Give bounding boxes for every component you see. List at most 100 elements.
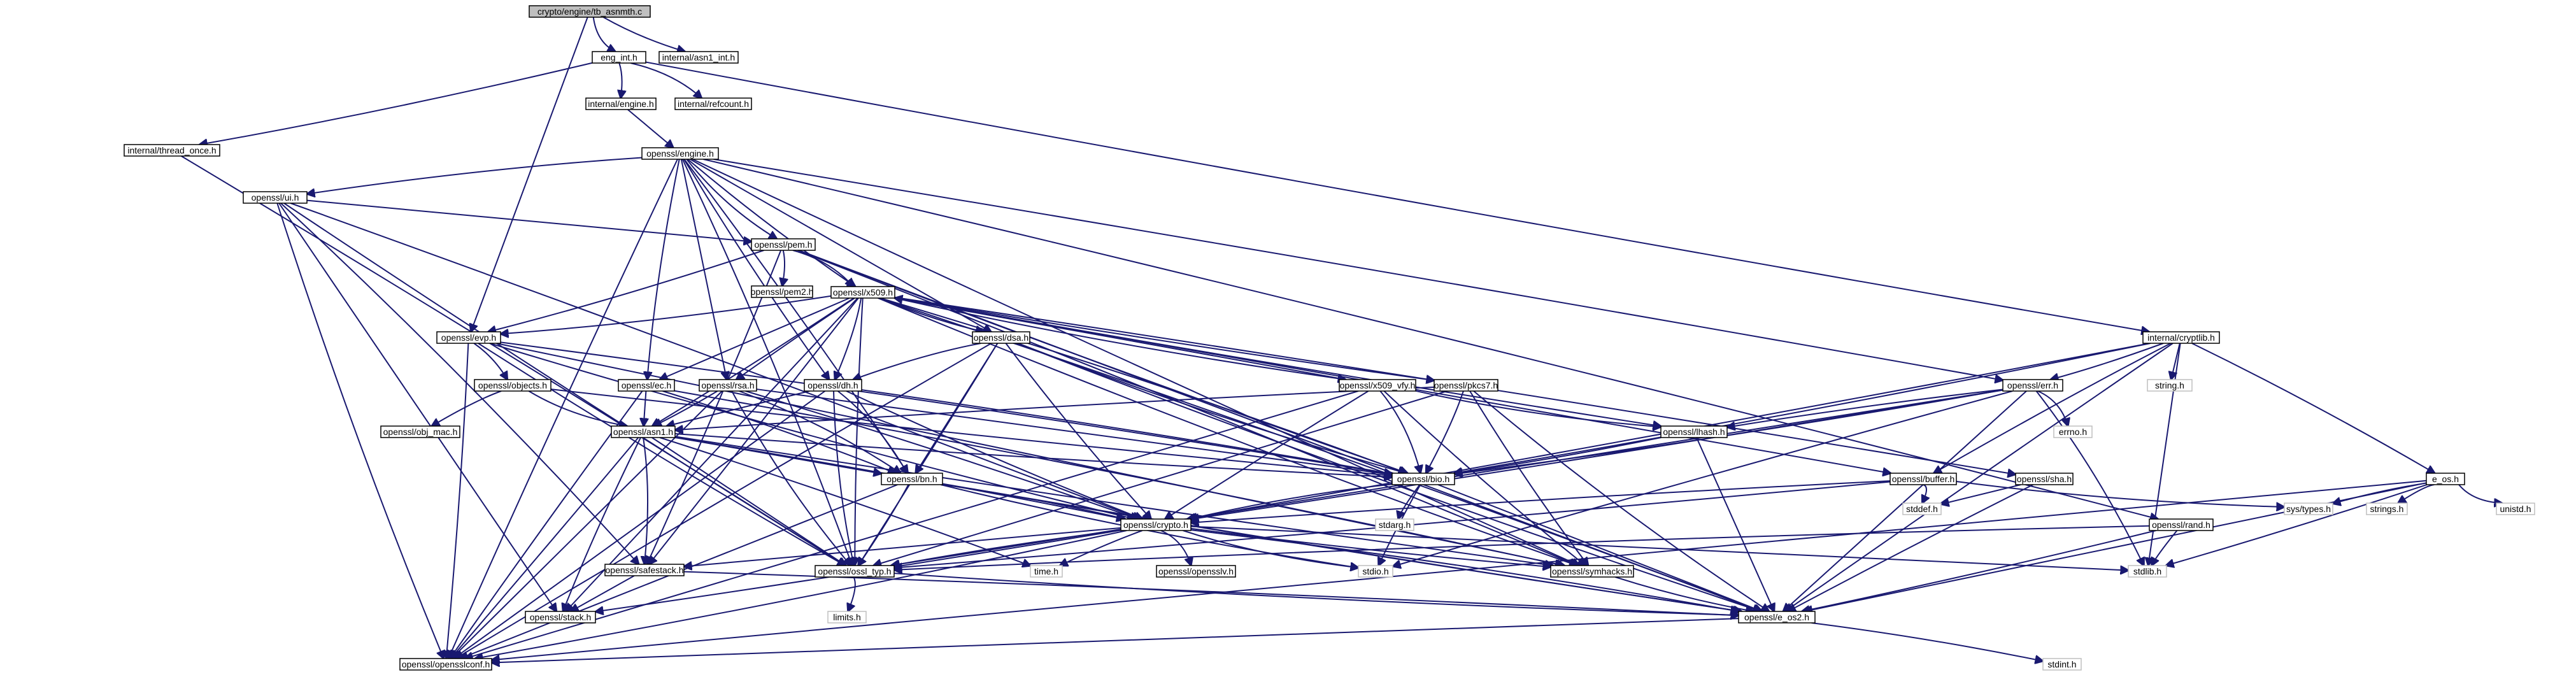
node-box-sys_types[interactable] [2284,502,2333,515]
node-thread_once[interactable]: internal/thread_once.h [124,144,220,157]
node-e_os[interactable]: e_os.h [2426,473,2465,485]
node-box-engine[interactable] [641,147,719,160]
node-box-asn1_int[interactable] [658,51,739,64]
node-pem2[interactable]: openssl/pem2.h [751,285,814,298]
node-pkcs7[interactable]: openssl/pkcs7.h [1434,379,1498,392]
node-box-symhacks[interactable] [1550,565,1634,578]
node-rsa[interactable]: openssl/rsa.h [699,379,757,392]
node-box-stdarg_h[interactable] [1375,518,1414,531]
node-x509[interactable]: openssl/x509.h [830,286,895,299]
node-x509_vfy[interactable]: openssl/x509_vfy.h [1339,379,1416,392]
node-objects[interactable]: openssl/objects.h [474,379,551,392]
node-buffer[interactable]: openssl/buffer.h [1889,473,1957,485]
node-cryptlib[interactable]: internal/cryptlib.h [2142,331,2220,344]
node-sha[interactable]: openssl/sha.h [2015,473,2074,485]
node-bn[interactable]: openssl/bn.h [881,473,943,485]
node-sys_types[interactable]: sys/types.h [2284,502,2333,515]
node-strings_h[interactable]: strings.h [2366,502,2408,515]
node-evp[interactable]: openssl/evp.h [436,331,501,344]
node-pem[interactable]: openssl/pem.h [751,238,816,251]
node-stdlib_h[interactable]: stdlib.h [2128,565,2167,578]
node-string_h[interactable]: string.h [2147,379,2193,392]
node-box-stdlib_h[interactable] [2128,565,2167,578]
node-stack[interactable]: openssl/stack.h [525,611,596,624]
node-box-stddef_h[interactable] [1902,502,1942,515]
node-box-asn1[interactable] [611,425,676,438]
node-box-err[interactable] [2002,379,2063,392]
node-rand[interactable]: openssl/rand.h [2149,518,2214,531]
node-root[interactable]: crypto/engine/tb_asnmth.c [529,5,651,18]
node-asn1_int[interactable]: internal/asn1_int.h [658,51,739,64]
node-dh[interactable]: openssl/dh.h [804,379,862,392]
node-opensslv[interactable]: openssl/opensslv.h [1156,565,1236,578]
node-e_os2[interactable]: openssl/e_os2.h [1738,611,1816,624]
node-err[interactable]: openssl/err.h [2002,379,2063,392]
node-stddef_h[interactable]: stddef.h [1902,502,1942,515]
node-eng_int[interactable]: eng_int.h [592,51,646,64]
node-box-opensslconf[interactable] [399,658,492,671]
node-box-opensslv[interactable] [1156,565,1236,578]
node-box-pkcs7[interactable] [1434,379,1498,392]
node-box-stdio_h[interactable] [1358,565,1393,578]
node-box-objects[interactable] [474,379,551,392]
node-limits_h[interactable]: limits.h [827,611,867,624]
node-box-ossl_typ[interactable] [815,565,895,578]
node-box-pem2[interactable] [751,285,813,298]
node-box-string_h[interactable] [2147,379,2193,392]
node-box-int_refcount[interactable] [674,97,752,110]
node-box-ui[interactable] [243,191,308,204]
node-box-obj_mac[interactable] [380,425,460,438]
node-box-sha[interactable] [2015,473,2074,485]
node-box-cryptlib[interactable] [2142,331,2220,344]
node-bio[interactable]: openssl/bio.h [1391,473,1455,485]
node-symhacks[interactable]: openssl/symhacks.h [1550,565,1634,578]
node-box-stdint_h[interactable] [2042,658,2082,671]
node-box-time_h[interactable] [1030,565,1063,578]
node-stdio_h[interactable]: stdio.h [1358,565,1393,578]
node-asn1[interactable]: openssl/asn1.h [611,425,676,438]
node-box-dh[interactable] [804,379,862,392]
node-opensslconf[interactable]: openssl/opensslconf.h [399,658,492,671]
node-box-e_os[interactable] [2426,473,2465,485]
node-box-bn[interactable] [881,473,943,485]
node-safestack[interactable]: openssl/safestack.h [604,564,685,576]
node-box-pem[interactable] [751,238,816,251]
node-box-errno_h[interactable] [2053,425,2093,438]
node-engine[interactable]: openssl/engine.h [641,147,719,160]
node-box-limits_h[interactable] [827,611,867,624]
node-crypto[interactable]: openssl/crypto.h [1120,518,1192,531]
node-box-eng_int[interactable] [592,51,646,64]
node-box-lhash[interactable] [1660,425,1728,438]
node-box-dsa[interactable] [972,331,1030,344]
node-time_h[interactable]: time.h [1030,565,1063,578]
node-box-safestack[interactable] [604,564,685,576]
node-box-unistd_h[interactable] [2496,502,2535,515]
node-box-int_engine[interactable] [585,97,657,110]
node-box-e_os2[interactable] [1738,611,1816,624]
node-box-buffer[interactable] [1889,473,1957,485]
node-box-rsa[interactable] [699,379,757,392]
node-int_engine[interactable]: internal/engine.h [585,97,657,110]
node-int_refcount[interactable]: internal/refcount.h [674,97,752,110]
node-obj_mac[interactable]: openssl/obj_mac.h [380,425,460,438]
node-ec[interactable]: openssl/ec.h [618,379,675,392]
node-box-x509[interactable] [830,286,895,299]
node-box-thread_once[interactable] [124,144,220,157]
node-ossl_typ[interactable]: openssl/ossl_typ.h [815,565,895,578]
node-stdint_h[interactable]: stdint.h [2042,658,2082,671]
node-errno_h[interactable]: errno.h [2053,425,2093,438]
node-box-evp[interactable] [436,331,501,344]
node-dsa[interactable]: openssl/dsa.h [972,331,1030,344]
node-unistd_h[interactable]: unistd.h [2496,502,2535,515]
node-ui[interactable]: openssl/ui.h [243,191,308,204]
node-box-strings_h[interactable] [2366,502,2408,515]
node-lhash[interactable]: openssl/lhash.h [1660,425,1728,438]
node-box-bio[interactable] [1391,473,1455,485]
node-box-stack[interactable] [525,611,596,624]
node-box-ec[interactable] [618,379,675,392]
node-box-rand[interactable] [2149,518,2214,531]
node-stdarg_h[interactable]: stdarg.h [1375,518,1414,531]
node-box-crypto[interactable] [1120,518,1192,531]
node-box-x509_vfy[interactable] [1339,379,1416,392]
node-box-root[interactable] [529,5,651,18]
